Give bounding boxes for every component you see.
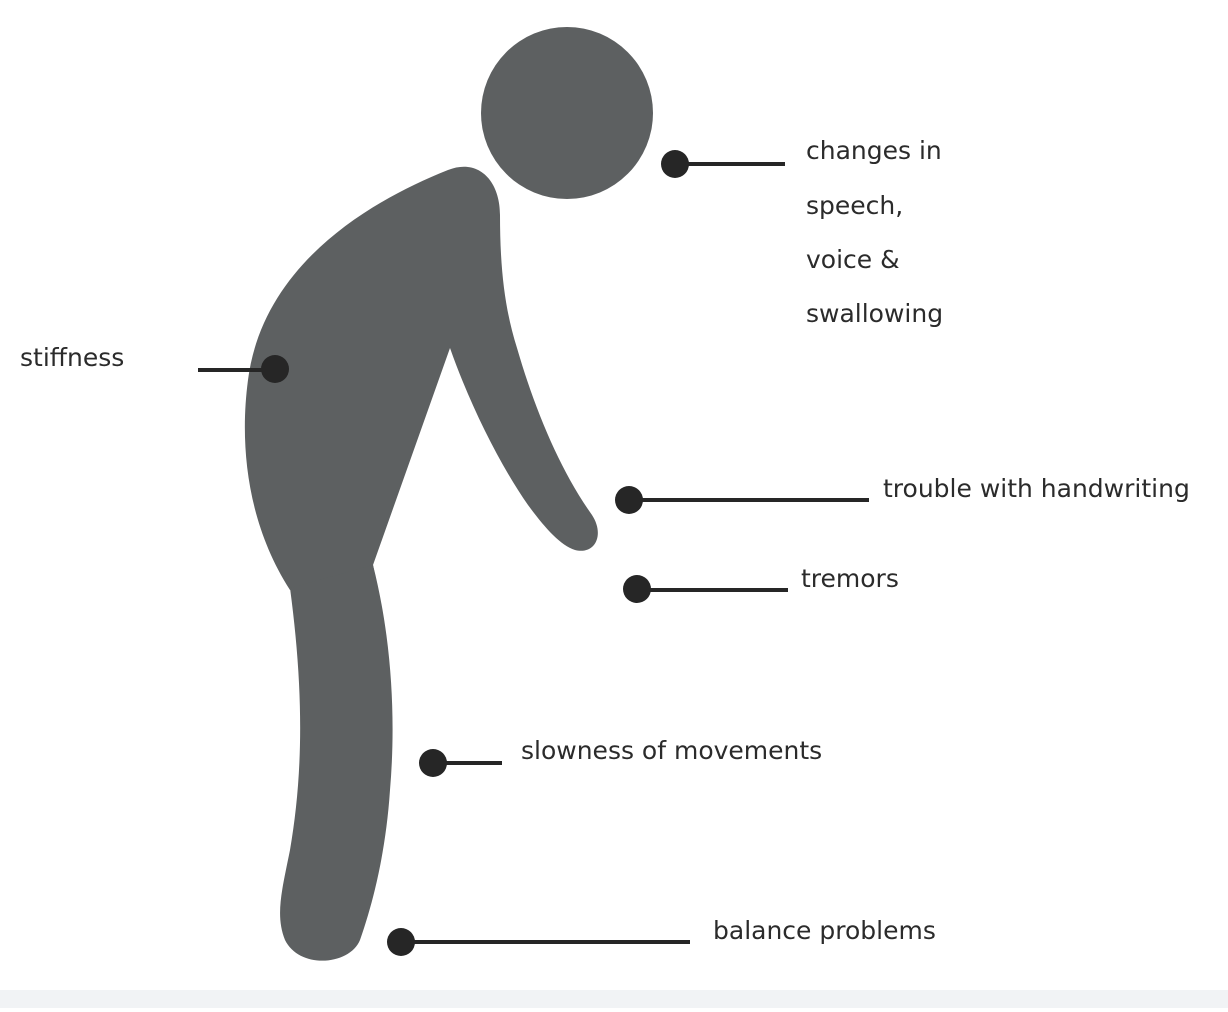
person-figure xyxy=(244,27,653,961)
callout-stiffness: stiffness xyxy=(20,343,289,383)
label-tremors: tremors xyxy=(801,564,899,593)
callout-speech: changes in speech, voice & swallowing xyxy=(661,136,943,328)
figure-arm xyxy=(450,348,598,551)
label-speech-line-2: speech, xyxy=(806,191,903,220)
callout-balance: balance problems xyxy=(387,916,936,956)
label-speech-line-1: changes in xyxy=(806,136,942,165)
label-speech-line-4: swallowing xyxy=(806,299,943,328)
callout-slowness: slowness of movements xyxy=(419,736,822,777)
figure-torso xyxy=(244,166,517,590)
figure-head xyxy=(481,27,653,199)
label-stiffness: stiffness xyxy=(20,343,124,372)
callout-handwriting: trouble with handwriting xyxy=(615,474,1190,514)
label-handwriting: trouble with handwriting xyxy=(883,474,1190,503)
label-speech-line-3: voice & xyxy=(806,245,900,274)
label-slowness: slowness of movements xyxy=(521,736,822,765)
callout-stiffness-dot xyxy=(261,355,289,383)
figure-leg xyxy=(280,565,393,961)
callout-tremors: tremors xyxy=(623,564,899,603)
label-balance: balance problems xyxy=(713,916,936,945)
bottom-strip xyxy=(0,990,1228,1008)
